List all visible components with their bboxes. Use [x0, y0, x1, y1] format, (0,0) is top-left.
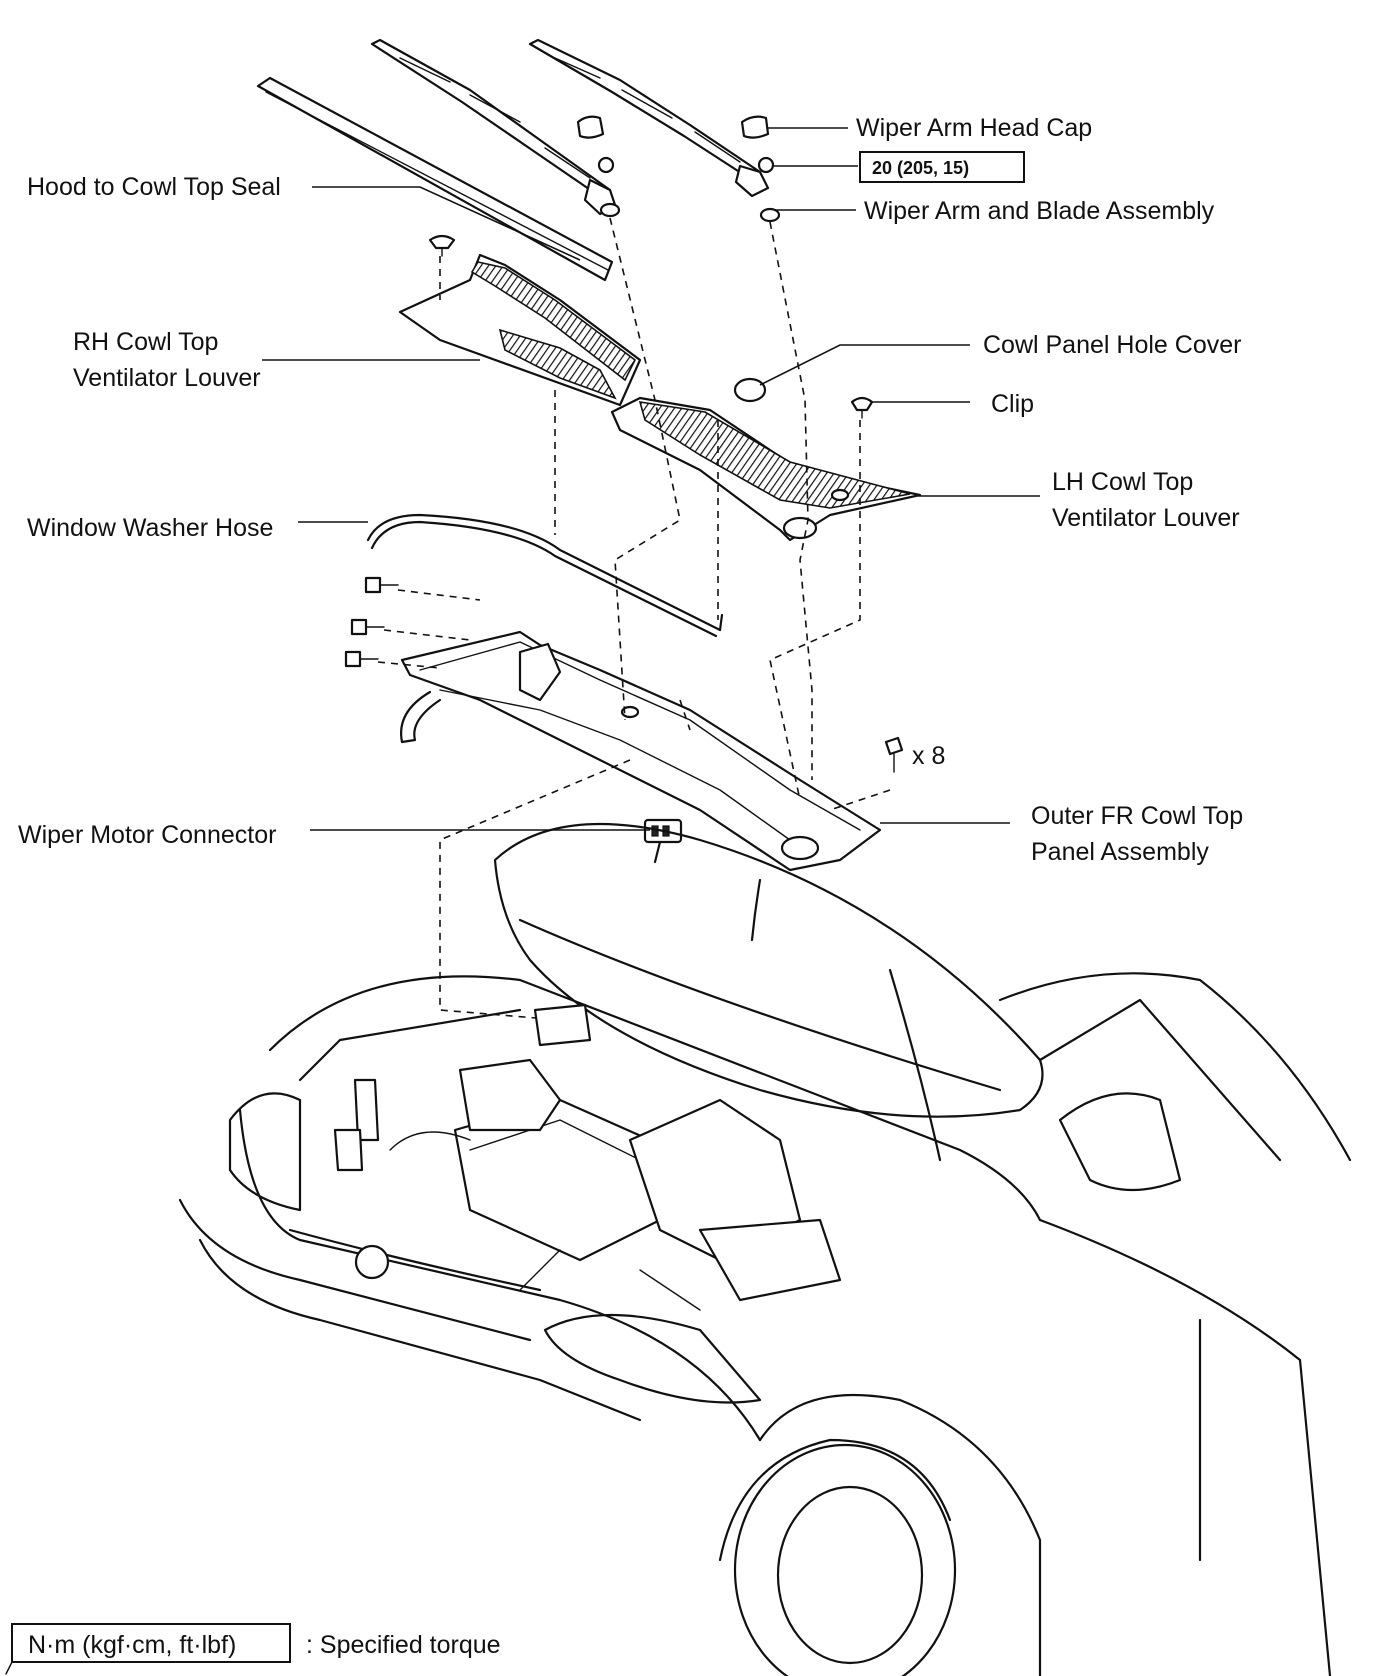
label-rh-cowl-top-line1: RH Cowl Top [73, 328, 218, 356]
torque-legend: N·m (kgf·cm, ft·lbf) : Specified torque [5, 1623, 501, 1675]
label-wiper-arm-head-cap: Wiper Arm Head Cap [856, 114, 1092, 142]
connector-icon [643, 818, 683, 864]
label-outer-fr-cowl-line2: Panel Assembly [1031, 838, 1209, 866]
label-rh-cowl-top-line2: Ventilator Louver [73, 364, 261, 392]
legend-units: N·m (kgf·cm, ft·lbf) [28, 1631, 236, 1659]
hole-cover-icon [733, 377, 767, 403]
label-clip: Clip [991, 390, 1034, 418]
lh-cowl-top-ventilator-louver [610, 396, 922, 542]
nut-icon [597, 156, 775, 174]
assembly-guide-lines [377, 217, 891, 1021]
leader-lines [262, 127, 1040, 831]
wiper-arm-blade-rh [370, 38, 621, 218]
label-window-washer-hose: Window Washer Hose [27, 514, 273, 542]
clip-icon [428, 234, 874, 419]
label-lh-cowl-top-line1: LH Cowl Top [1052, 468, 1193, 496]
legend-meaning: : Specified torque [306, 1631, 501, 1659]
vehicle-outline [178, 822, 1352, 1676]
label-hood-to-cowl-top-seal: Hood to Cowl Top Seal [27, 173, 281, 201]
label-lh-cowl-top-line2: Ventilator Louver [1052, 504, 1240, 532]
rh-cowl-top-ventilator-louver [398, 253, 642, 407]
label-clip-count: x 8 [912, 742, 945, 770]
wiper-arm-blade-lh [528, 38, 781, 223]
bolt-icon [344, 576, 904, 773]
torque-spec-value: 20 (205, 15) [872, 158, 969, 178]
label-outer-fr-cowl-line1: Outer FR Cowl Top [1031, 802, 1243, 830]
torque-spec-box: 20 (205, 15) [859, 151, 1025, 183]
arm-head-cap-icon [576, 115, 770, 139]
hood-to-cowl-top-seal [256, 76, 614, 282]
label-wiper-arm-and-blade-assembly: Wiper Arm and Blade Assembly [864, 197, 1215, 225]
outer-fr-cowl-top-panel-assembly [400, 630, 882, 942]
window-washer-hose [366, 513, 724, 638]
label-wiper-motor-connector: Wiper Motor Connector [18, 821, 276, 849]
label-cowl-panel-hole-cover: Cowl Panel Hole Cover [983, 331, 1241, 359]
